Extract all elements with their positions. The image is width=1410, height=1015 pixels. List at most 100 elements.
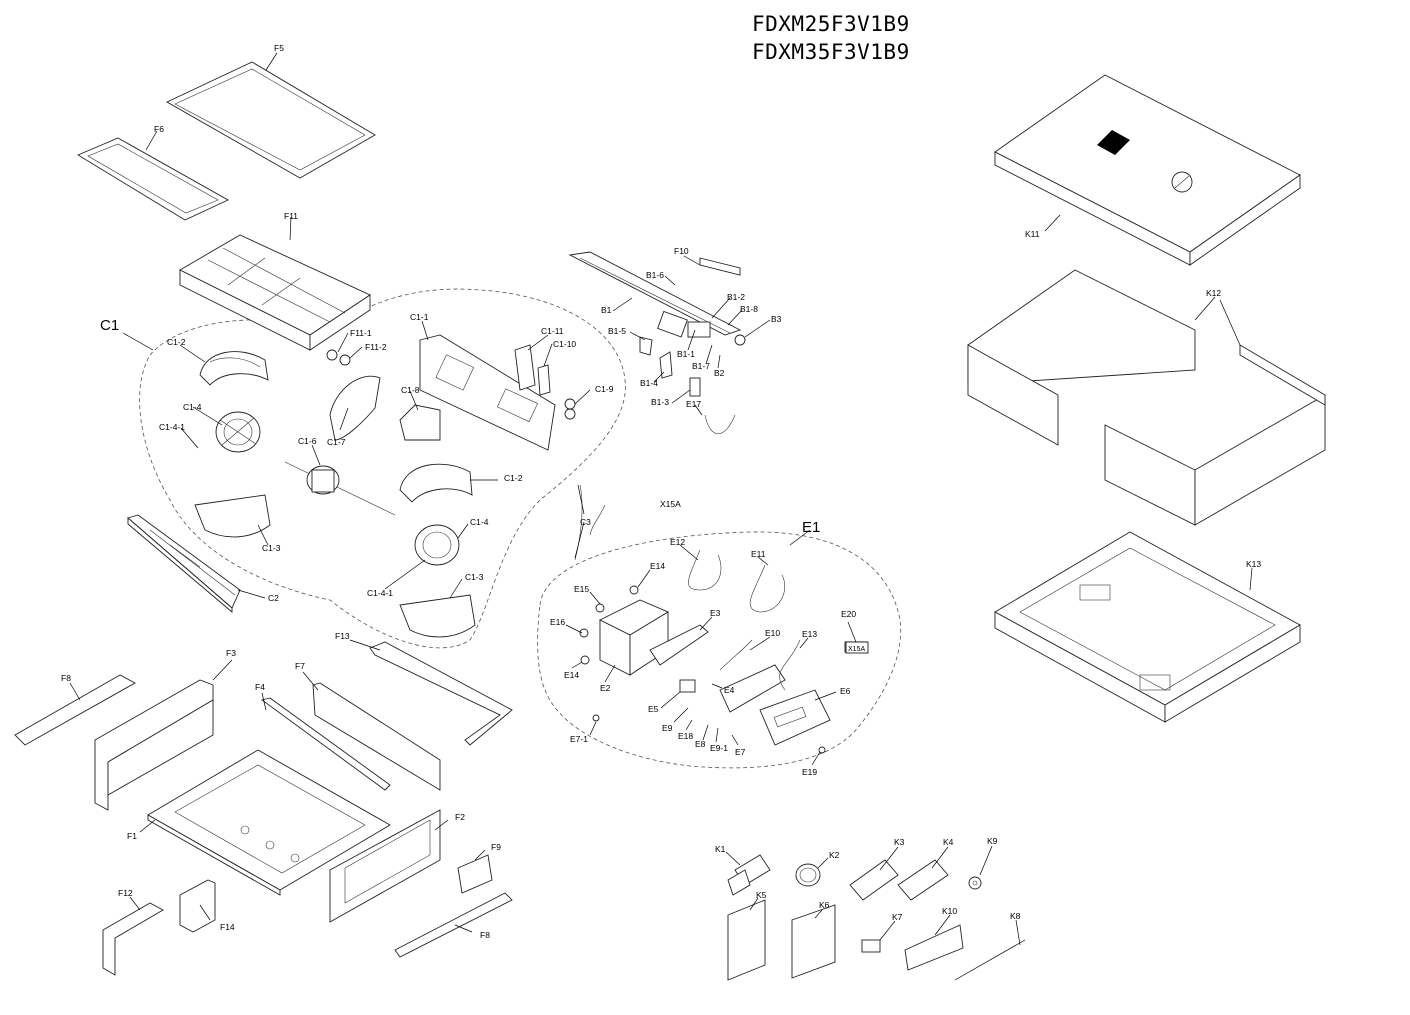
label-k3: K3 xyxy=(894,837,905,847)
clamp-k2 xyxy=(795,863,821,887)
label-e7: E7 xyxy=(735,747,746,757)
side-plate-f3 xyxy=(94,679,214,811)
label-c1-8: C1-8 xyxy=(401,385,420,395)
wire-harness-e13 xyxy=(779,639,801,691)
label-f1: F1 xyxy=(127,831,137,841)
screw-e7-1 xyxy=(592,714,600,722)
label-group-e1: E1 xyxy=(802,519,820,536)
connector-box-frame xyxy=(845,641,869,654)
label-f8: F8 xyxy=(61,673,71,683)
clip-sheet-k10 xyxy=(904,924,964,971)
label-f3: F3 xyxy=(226,648,236,658)
drain-hose-k1 xyxy=(727,854,771,896)
label-c1-2: C1-2 xyxy=(167,337,186,347)
label-k4: K4 xyxy=(943,837,954,847)
model-title-2: FDXM35F3V1B9 xyxy=(752,40,910,64)
clip-e14 xyxy=(629,585,639,595)
label-k12: K12 xyxy=(1206,288,1221,298)
terminal-e5 xyxy=(679,679,696,693)
label-f6: F6 xyxy=(154,124,164,134)
label-b1-4: B1-4 xyxy=(640,378,658,388)
clip-e16 xyxy=(579,628,589,638)
label-f11-1: F11-1 xyxy=(350,328,372,338)
label-e3: E3 xyxy=(710,608,721,618)
label-e12: E12 xyxy=(670,537,685,547)
cable-tie-k8 xyxy=(954,939,1026,981)
sealing-pad-k5 xyxy=(727,899,766,981)
bracket-f14 xyxy=(179,879,216,933)
label-b1-5: B1-5 xyxy=(608,326,626,336)
label-b1-8: B1-8 xyxy=(740,304,758,314)
label-e13: E13 xyxy=(802,629,817,639)
fan-housing-lower-c1-3 xyxy=(194,494,271,538)
label-c2: C2 xyxy=(268,593,279,603)
filter-knob-f11-2 xyxy=(339,354,351,366)
pcb-e4 xyxy=(719,664,786,713)
label-c1-7: C1-7 xyxy=(327,437,346,447)
rail-f8 xyxy=(14,674,136,746)
label-b3: B3 xyxy=(771,314,782,324)
label-e11: E11 xyxy=(751,549,766,559)
sealing-pad-k6 xyxy=(791,904,836,979)
arm-b1-4 xyxy=(659,351,673,379)
label-c1-1: C1-1 xyxy=(410,312,429,322)
bracket-f9 xyxy=(457,854,493,894)
label-b1: B1 xyxy=(601,305,612,315)
label-e16: E16 xyxy=(550,617,565,627)
bushing-c1-9 xyxy=(564,398,576,410)
label-e19: E19 xyxy=(802,767,817,777)
label-f11: F11 xyxy=(284,211,298,221)
label-f4: F4 xyxy=(255,682,265,692)
label-f7: F7 xyxy=(295,661,305,671)
label-k1: K1 xyxy=(715,844,726,854)
label-c1-4-b: C1-4 xyxy=(470,517,489,527)
label-c1-9: C1-9 xyxy=(595,384,614,394)
label-c3: C3 xyxy=(580,517,591,527)
link-b1-5 xyxy=(639,336,653,356)
label-e15: E15 xyxy=(574,584,589,594)
label-c1-11: C1-11 xyxy=(541,326,564,336)
clip-e14-b xyxy=(580,655,590,665)
rail-f8-b xyxy=(394,892,513,958)
label-k7: K7 xyxy=(892,912,903,922)
fan-wheel-c1-4-b xyxy=(414,524,460,566)
label-k11: K11 xyxy=(1025,229,1040,239)
carton-tray-k13 xyxy=(994,531,1301,723)
bracket-c1-8 xyxy=(399,404,441,441)
label-k5: K5 xyxy=(756,890,767,900)
label-f10: F10 xyxy=(674,246,689,256)
label-b2: B2 xyxy=(714,368,725,378)
label-k8: K8 xyxy=(1010,911,1021,921)
washer-k9 xyxy=(968,876,982,890)
bracket-f12 xyxy=(102,902,164,976)
label-f12: F12 xyxy=(118,888,133,898)
fan-motor-c1-6 xyxy=(284,461,396,516)
label-b1-7: B1-7 xyxy=(692,361,710,371)
label-k2: K2 xyxy=(829,850,840,860)
label-k13: K13 xyxy=(1246,559,1261,569)
label-e20-box: X15A xyxy=(848,646,865,653)
fan-wheel-c1-4 xyxy=(215,411,261,453)
leader-lines xyxy=(69,52,1253,946)
label-k10: K10 xyxy=(942,906,957,916)
horizontal-blade-b1 xyxy=(568,251,742,336)
label-c1-4-1: C1-4-1 xyxy=(159,422,185,432)
label-e18: E18 xyxy=(678,731,693,741)
label-group-c1: C1 xyxy=(100,317,119,334)
cover-e6 xyxy=(759,689,831,746)
label-k6: K6 xyxy=(819,900,830,910)
label-f13: F13 xyxy=(335,631,350,641)
side-plate-f7 xyxy=(312,682,441,791)
filter-knob-f11-1 xyxy=(326,349,338,361)
wire-harness-e11 xyxy=(749,564,786,613)
screw-k7 xyxy=(861,939,881,953)
bottom-frame-f1 xyxy=(147,749,391,896)
plate-b1-3 xyxy=(689,377,701,397)
label-e7-1: E7-1 xyxy=(570,734,588,744)
bracket-c1-11 xyxy=(514,344,536,391)
bracket-c1-10 xyxy=(537,364,551,396)
label-f14: F14 xyxy=(220,922,235,932)
control-box-e2 xyxy=(598,599,669,676)
label-f5: F5 xyxy=(274,43,284,53)
